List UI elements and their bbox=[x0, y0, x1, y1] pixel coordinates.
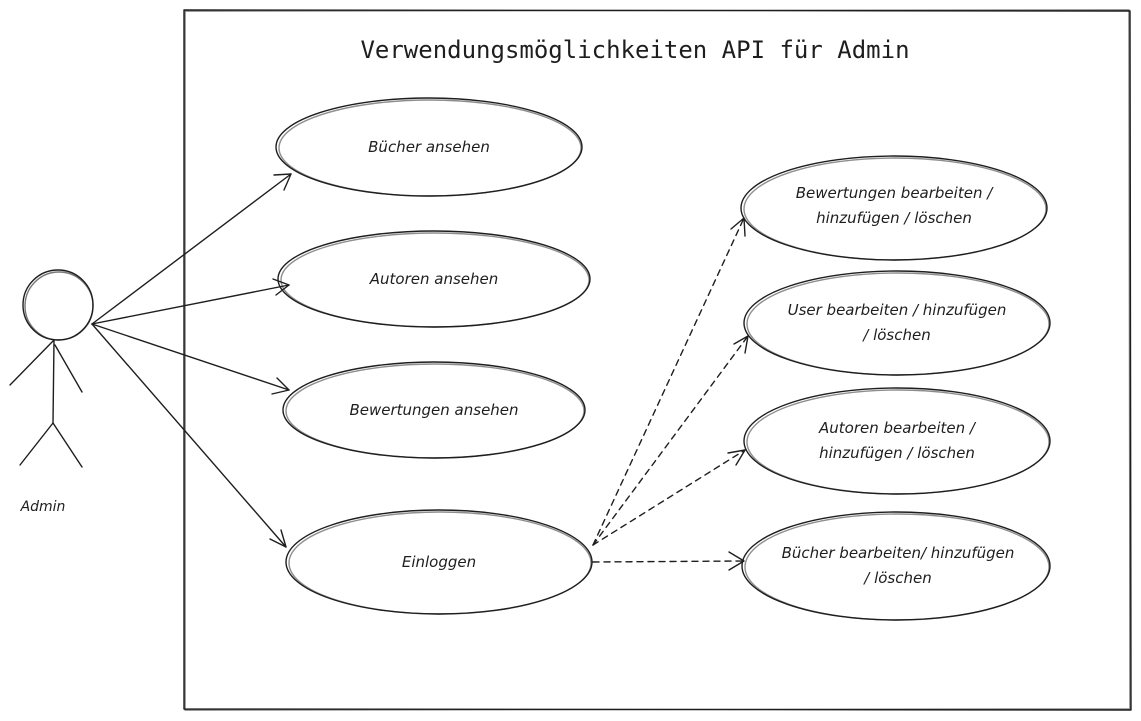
use-case-label-line2: hinzufügen / löschen bbox=[816, 209, 972, 227]
actor-label: Admin bbox=[20, 499, 66, 515]
use-case-label-line1: Bücher bearbeiten/ hinzufügen bbox=[782, 544, 1015, 562]
association-autoren-ansehen bbox=[91, 284, 290, 325]
use-case-label-line1: Bewertungen bearbeiten / bbox=[796, 184, 995, 202]
use-case-bewertungen-ansehen[interactable]: Bewertungen ansehen bbox=[282, 361, 586, 459]
association-bewertungen-ansehen bbox=[91, 323, 290, 391]
diagram-title: Verwendungsmöglichkeiten API für Admin bbox=[360, 36, 909, 64]
use-case-label: Einloggen bbox=[402, 553, 476, 571]
use-case-bewertungen-bearbeiten[interactable]: Bewertungen bearbeiten / hinzufügen / lö… bbox=[740, 155, 1048, 261]
include-arrowheads bbox=[727, 217, 749, 571]
use-case-buecher-ansehen[interactable]: Bücher ansehen bbox=[275, 97, 583, 197]
actor-admin-icon bbox=[9, 269, 94, 468]
system-boundary bbox=[183, 9, 1132, 711]
use-case-einloggen[interactable]: Einloggen bbox=[285, 509, 593, 615]
include-relations bbox=[592, 217, 749, 563]
use-case-autoren-ansehen[interactable]: Autoren ansehen bbox=[277, 230, 591, 328]
use-case-label: Bücher ansehen bbox=[368, 138, 490, 156]
use-case-buecher-bearbeiten[interactable]: Bücher bearbeiten/ hinzufügen / löschen bbox=[741, 511, 1051, 621]
association-buecher-ansehen bbox=[91, 173, 292, 325]
relation-user-bearbeiten bbox=[592, 335, 749, 546]
relation-autoren-bearbeiten bbox=[592, 449, 746, 546]
use-case-autoren-bearbeiten[interactable]: Autoren bearbeiten / hinzufügen / lösche… bbox=[743, 387, 1051, 495]
actor-associations bbox=[91, 173, 292, 548]
use-case-label-line2: / löschen bbox=[861, 326, 930, 344]
use-case-user-bearbeiten[interactable]: User bearbeiten / hinzufügen / löschen bbox=[743, 270, 1051, 376]
use-case-label-line1: User bearbeiten / hinzufügen bbox=[788, 301, 1007, 319]
use-case-label: Bewertungen ansehen bbox=[349, 401, 518, 419]
use-case-label-line1: Autoren bearbeiten / bbox=[818, 419, 977, 437]
association-einloggen bbox=[91, 323, 287, 548]
use-case-label-line2: / löschen bbox=[862, 569, 931, 587]
relation-bewertungen-bearbeiten bbox=[592, 217, 745, 546]
use-case-label-line2: hinzufügen / löschen bbox=[819, 444, 975, 462]
relation-buecher-bearbeiten bbox=[592, 560, 745, 563]
use-case-label: Autoren ansehen bbox=[369, 270, 498, 288]
